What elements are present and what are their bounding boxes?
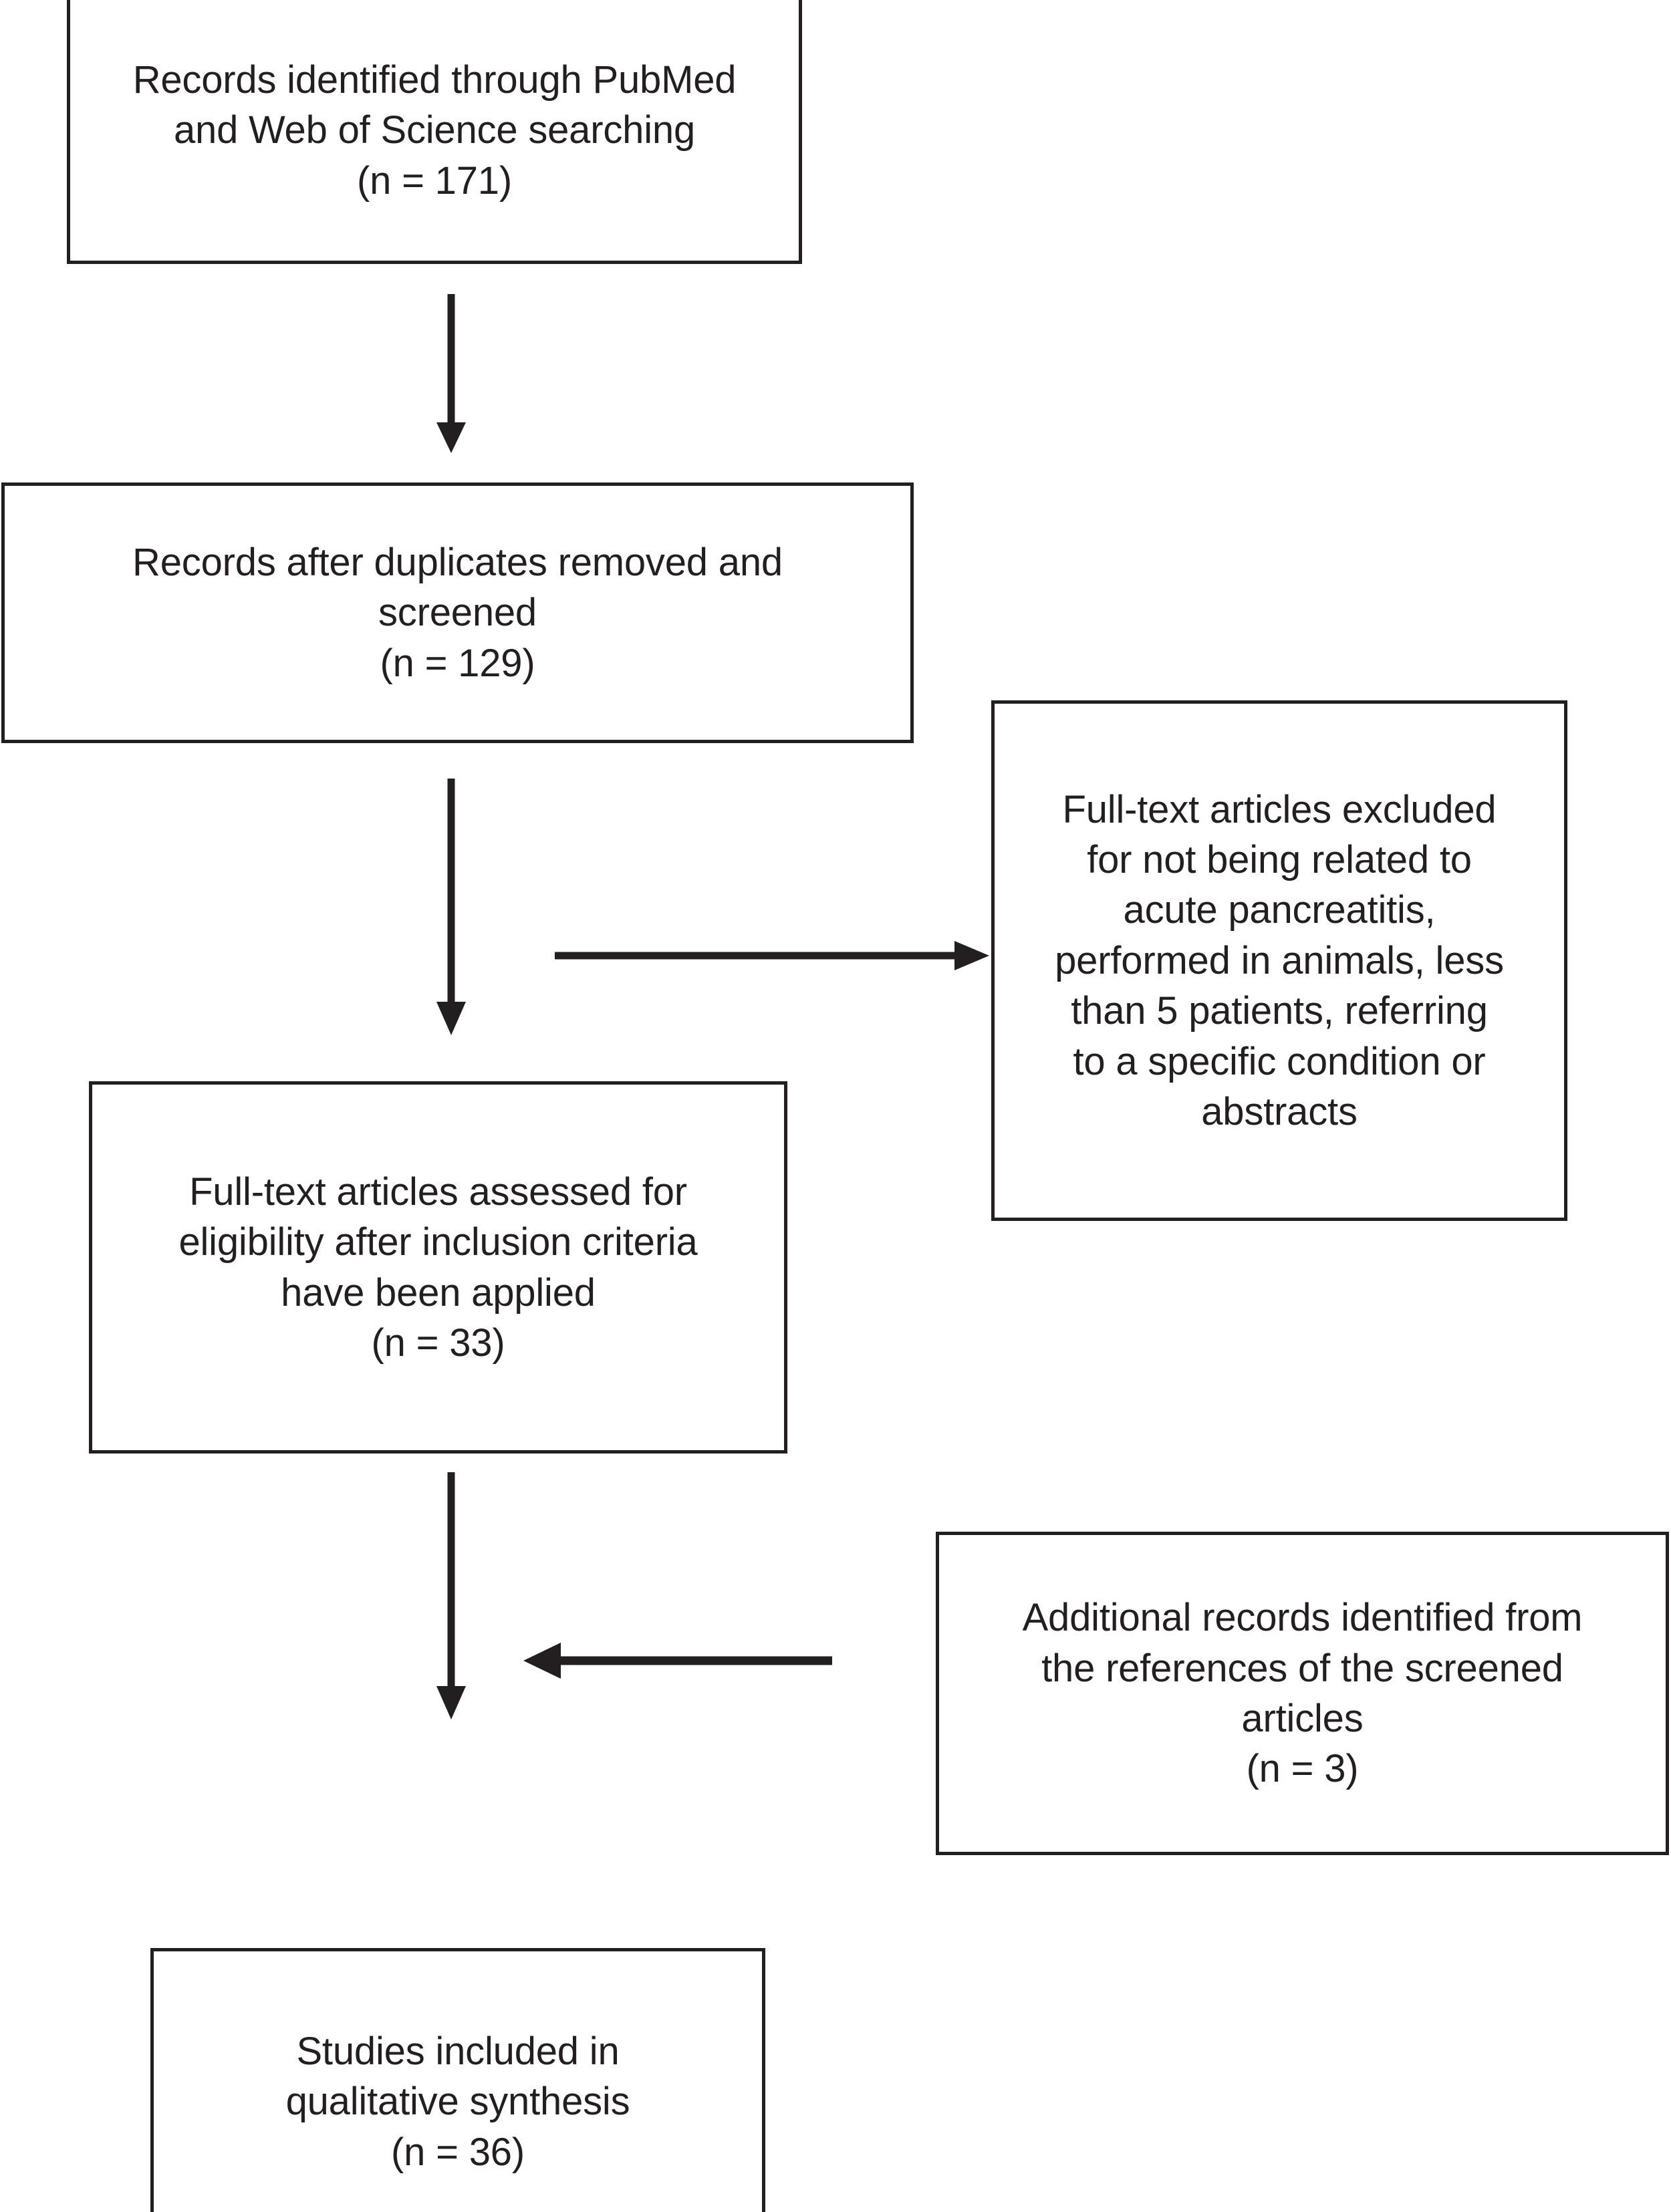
box-records-identified: Records identified through PubMed and We… xyxy=(67,0,802,264)
arrow-identified-to-screened xyxy=(434,294,468,454)
box-records-after-duplicates: Records after duplicates removed and scr… xyxy=(1,482,914,743)
box-full-text-excluded: Full-text articles excluded for not bein… xyxy=(991,700,1567,1221)
arrow-screened-to-assessed xyxy=(434,779,468,1039)
box-additional-records: Additional records identified from the r… xyxy=(936,1532,1669,1855)
box-full-text-excluded-label: Full-text articles excluded for not bein… xyxy=(1055,787,1504,1133)
box-full-text-assessed: Full-text articles assessed for eligibil… xyxy=(89,1081,787,1454)
box-studies-included: Studies included in qualitative synthesi… xyxy=(150,1948,765,2212)
box-full-text-assessed-label: Full-text articles assessed for eligibil… xyxy=(178,1169,698,1365)
arrow-additional-to-assessed-flow xyxy=(518,1637,832,1684)
arrow-screened-to-excluded xyxy=(555,936,996,976)
arrow-assessed-to-included xyxy=(434,1472,468,1723)
box-records-identified-label: Records identified through PubMed and We… xyxy=(132,57,737,202)
box-records-after-duplicates-label: Records after duplicates removed and scr… xyxy=(132,540,783,685)
box-studies-included-label: Studies included in qualitative synthesi… xyxy=(285,2029,630,2174)
box-additional-records-label: Additional records identified from the r… xyxy=(1022,1596,1583,1791)
